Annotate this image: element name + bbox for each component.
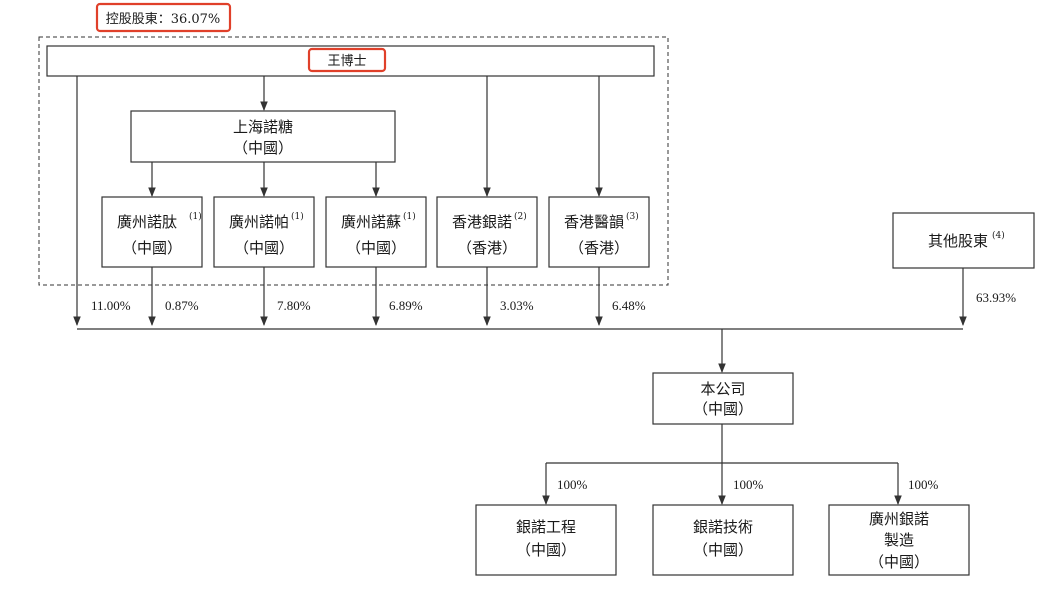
holder-5: 香港醫韻 (3) （香港） bbox=[548, 196, 650, 268]
pct-holder-1: 0.87% bbox=[165, 298, 199, 313]
svg-text:(1): (1) bbox=[189, 211, 202, 222]
svg-text:香港銀諾: 香港銀諾 bbox=[452, 213, 512, 231]
pct-holder-4: 3.03% bbox=[500, 298, 534, 313]
subsidiary-2: 銀諾技術 （中國） bbox=[652, 504, 794, 576]
subsidiary-3: 廣州銀諾 製造 （中國） bbox=[828, 504, 970, 576]
holder-4: 香港銀諾 (2) （香港） bbox=[436, 196, 538, 268]
svg-text:（中國）: （中國） bbox=[234, 239, 294, 257]
pct-holder-5: 6.48% bbox=[612, 298, 646, 313]
controlling-shareholder-highlight bbox=[95, 2, 232, 33]
pct-founder-direct: 11.00% bbox=[91, 298, 131, 313]
pct-holder-2: 7.80% bbox=[277, 298, 311, 313]
holder-3: 廣州諾蘇 (1) （中國） bbox=[325, 196, 427, 268]
svg-text:（中國）: （中國） bbox=[122, 239, 182, 257]
svg-text:銀諾技術: 銀諾技術 bbox=[693, 518, 753, 536]
shanghai-region: （中國） bbox=[233, 139, 293, 157]
svg-text:(2): (2) bbox=[514, 211, 527, 222]
svg-text:(3): (3) bbox=[626, 211, 639, 222]
svg-text:其他股東: 其他股東 bbox=[928, 232, 988, 250]
svg-text:（香港）: （香港） bbox=[457, 239, 517, 257]
company-name: 本公司 bbox=[700, 380, 745, 398]
svg-text:（中國）: （中國） bbox=[693, 541, 753, 559]
shanghai-box bbox=[130, 110, 396, 163]
svg-text:銀諾工程: 銀諾工程 bbox=[516, 518, 576, 536]
controlling-shareholder-label: 控股股東：36.07% bbox=[106, 11, 221, 27]
pct-holder-3: 6.89% bbox=[389, 298, 423, 313]
other-shareholders: 其他股東 (4) bbox=[892, 212, 1035, 269]
pct-sub-2: 100% bbox=[733, 477, 764, 492]
holder-1: 廣州諾肽 (1) （中國） bbox=[101, 196, 203, 268]
svg-text:廣州諾帕: 廣州諾帕 bbox=[229, 213, 289, 231]
founder-name: 王博士 bbox=[327, 54, 366, 69]
svg-text:(4): (4) bbox=[992, 230, 1005, 241]
shanghai-name: 上海諾糖 bbox=[233, 118, 293, 136]
svg-text:製造: 製造 bbox=[884, 531, 914, 549]
svg-text:廣州諾蘇: 廣州諾蘇 bbox=[341, 213, 401, 231]
company-box bbox=[652, 372, 794, 425]
svg-text:廣州諾肽: 廣州諾肽 bbox=[117, 213, 177, 231]
pct-sub-1: 100% bbox=[557, 477, 588, 492]
svg-text:香港醫韻: 香港醫韻 bbox=[564, 213, 624, 231]
pct-others: 63.93% bbox=[976, 290, 1016, 305]
svg-text:(1): (1) bbox=[403, 211, 416, 222]
svg-text:（香港）: （香港） bbox=[569, 239, 629, 257]
svg-text:(1): (1) bbox=[291, 211, 304, 222]
svg-text:（中國）: （中國） bbox=[869, 553, 929, 571]
company-region: （中國） bbox=[693, 400, 753, 418]
svg-text:（中國）: （中國） bbox=[516, 541, 576, 559]
svg-text:（中國）: （中國） bbox=[346, 239, 406, 257]
svg-text:廣州銀諾: 廣州銀諾 bbox=[869, 510, 929, 528]
pct-sub-3: 100% bbox=[908, 477, 939, 492]
founder-highlight bbox=[307, 47, 387, 73]
holder-2: 廣州諾帕 (1) （中國） bbox=[213, 196, 315, 268]
controlling-group-boundary bbox=[38, 36, 669, 286]
subsidiary-1: 銀諾工程 （中國） bbox=[475, 504, 617, 576]
